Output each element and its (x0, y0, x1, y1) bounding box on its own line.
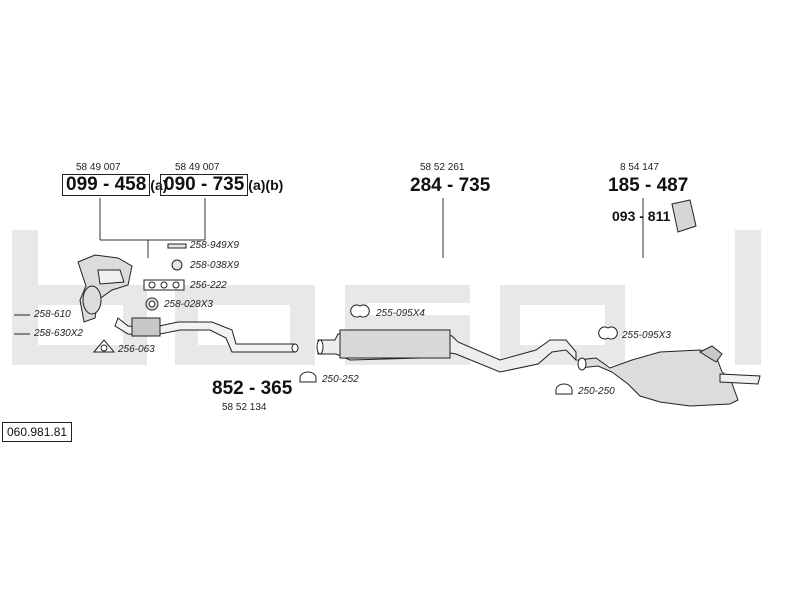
right-sub-part-code[interactable]: 093 - 811 (612, 208, 671, 224)
mid-part-ref: 58 49 007 (175, 162, 220, 173)
left-part-suffix: (a) (150, 177, 168, 193)
part-label-258-610[interactable]: 258-610 (34, 309, 71, 320)
mid-part-suffix: (a)(b) (248, 177, 284, 193)
front-pipe-code[interactable]: 852 - 365 (212, 378, 293, 399)
clamp-icon (555, 383, 573, 395)
left-part-code[interactable]: 099 - 458 (62, 174, 151, 196)
rubber-mount-icon (350, 304, 370, 318)
part-label-258-630x2[interactable]: 258-630X2 (34, 328, 83, 339)
catalog-number: 060.981.81 (2, 422, 73, 442)
left-part-code-group: 099 - 458(a) (62, 174, 167, 196)
part-label-255-095x4[interactable]: 255-095X4 (376, 308, 425, 319)
part-label-250-250[interactable]: 250-250 (578, 386, 615, 397)
manifold-catalyst (77, 254, 133, 323)
rear-muffler (577, 345, 761, 407)
front-pipe (114, 317, 299, 353)
nut-icon (171, 259, 183, 271)
part-label-255-095x3[interactable]: 255-095X3 (622, 330, 671, 341)
bolt-icon (167, 243, 187, 249)
clamp-icon (299, 371, 317, 383)
left-part-ref: 58 49 007 (76, 162, 121, 173)
center-part-code[interactable]: 284 - 735 (410, 175, 491, 196)
center-part-ref: 58 52 261 (420, 162, 465, 173)
part-label-250-252[interactable]: 250-252 (322, 374, 359, 385)
front-pipe-ref: 58 52 134 (222, 402, 267, 413)
part-label-258-949x9[interactable]: 258-949X9 (190, 240, 239, 251)
center-muffler (316, 329, 577, 373)
rubber-mount-icon (598, 326, 618, 340)
mid-part-code-group: 090 - 735(a)(b) (160, 174, 283, 196)
right-part-ref: 8 54 147 (620, 162, 659, 173)
right-part-code[interactable]: 185 - 487 (608, 175, 689, 196)
part-label-256-063[interactable]: 256-063 (118, 344, 155, 355)
part-label-258-038x9[interactable]: 258-038X9 (190, 260, 239, 271)
part-label-256-222[interactable]: 256-222 (190, 280, 227, 291)
bracket-icon (671, 199, 697, 233)
mid-part-code[interactable]: 090 - 735 (160, 174, 249, 196)
part-label-258-028x3[interactable]: 258-028X3 (164, 299, 213, 310)
